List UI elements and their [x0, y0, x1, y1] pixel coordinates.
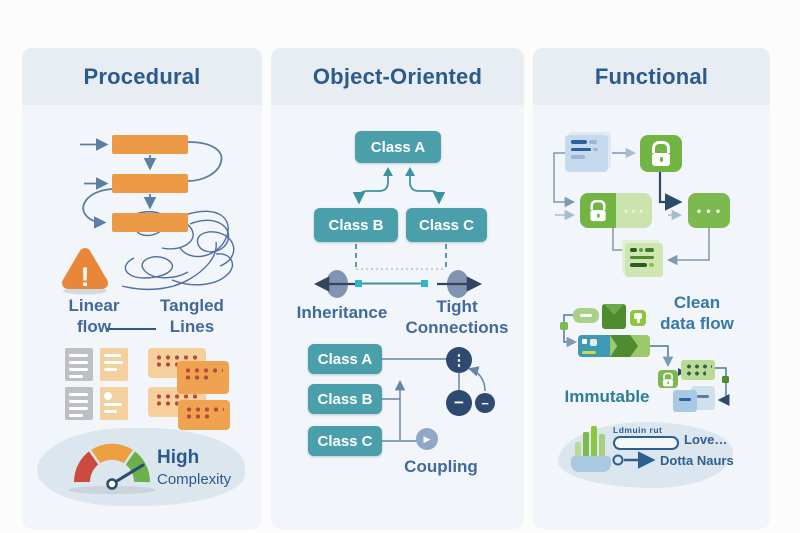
- clean-data-flow-label: Clean data flow: [660, 293, 734, 333]
- code-document-icon: [565, 135, 608, 172]
- lock-icon: [640, 135, 682, 172]
- high-complexity-label: High Complexity: [157, 447, 232, 488]
- result-document-icon: [625, 243, 663, 277]
- dotted-card: [178, 400, 230, 430]
- coupling-label: Coupling: [404, 457, 478, 476]
- panel-object-oriented: Object-Oriented: [271, 48, 524, 529]
- tight-connections-label: Tight Connections: [405, 297, 509, 337]
- procedural-title: Procedural: [22, 48, 262, 105]
- scribble-text: Ldmuin rut: [613, 425, 663, 435]
- tangled-lines-label: Tangled Lines: [160, 296, 224, 336]
- blue-card-icon: [673, 390, 697, 412]
- pipeline-meta-section: [578, 335, 610, 357]
- stack-class-a-box: Class A: [308, 344, 382, 374]
- class-a-box: Class A: [355, 131, 441, 163]
- immutable-label: Immutable: [564, 387, 650, 406]
- minus-circle-icon: −: [446, 390, 472, 416]
- locked-function-box: • • •: [580, 193, 652, 228]
- chevron-icon: [610, 335, 638, 357]
- minus-circle-icon: −: [475, 393, 495, 413]
- stack-class-c-box: Class C: [308, 426, 382, 456]
- document-icon: [100, 348, 128, 381]
- flow-step-1: [112, 135, 188, 154]
- thumb-icon: [630, 310, 646, 326]
- stack-class-b-box: Class B: [308, 384, 382, 414]
- dotta-naurs-text: Dotta Naurs: [660, 453, 734, 468]
- love-text: Love…: [684, 432, 728, 447]
- pill-icon: [573, 308, 599, 323]
- dotted-card: [177, 361, 229, 394]
- envelope-icon: [602, 304, 626, 329]
- pipeline-box: [578, 335, 650, 357]
- svg-text:!: !: [81, 262, 90, 292]
- flow-step-2: [112, 174, 188, 193]
- mini-lock-icon: [590, 339, 597, 346]
- linear-flow-label: Linear flow: [68, 296, 120, 336]
- functional-title: Functional: [533, 48, 770, 105]
- panel-functional: Functional: [533, 48, 770, 529]
- capsule-outline-icon: [613, 436, 679, 450]
- flow-step-3: [112, 213, 188, 232]
- ellipsis-box: • • •: [688, 193, 730, 228]
- label-connector-line: [106, 328, 156, 330]
- dotted-data-box: [681, 360, 715, 380]
- class-c-box: Class C: [406, 208, 487, 242]
- object-oriented-title: Object-Oriented: [271, 48, 524, 105]
- chevron-icon: [634, 335, 650, 357]
- inheritance-label: Inheritance: [296, 303, 388, 322]
- play-circle-icon: ▶: [416, 428, 438, 450]
- document-icon: [65, 387, 93, 420]
- document-icon: [65, 348, 93, 381]
- tight-connection-nodes: [313, 270, 483, 298]
- dots-circle-icon: ⋮: [446, 347, 472, 373]
- faint-ellipsis-icon: • • •: [616, 193, 652, 228]
- panel-procedural: Procedural: [22, 48, 262, 529]
- bar-chart-icon: [571, 426, 611, 472]
- warning-icon: !: [62, 248, 108, 295]
- lock-icon: [580, 193, 616, 228]
- class-b-box: Class B: [314, 208, 398, 242]
- document-bullet-icon: [100, 387, 128, 420]
- small-lock-icon: [658, 370, 678, 388]
